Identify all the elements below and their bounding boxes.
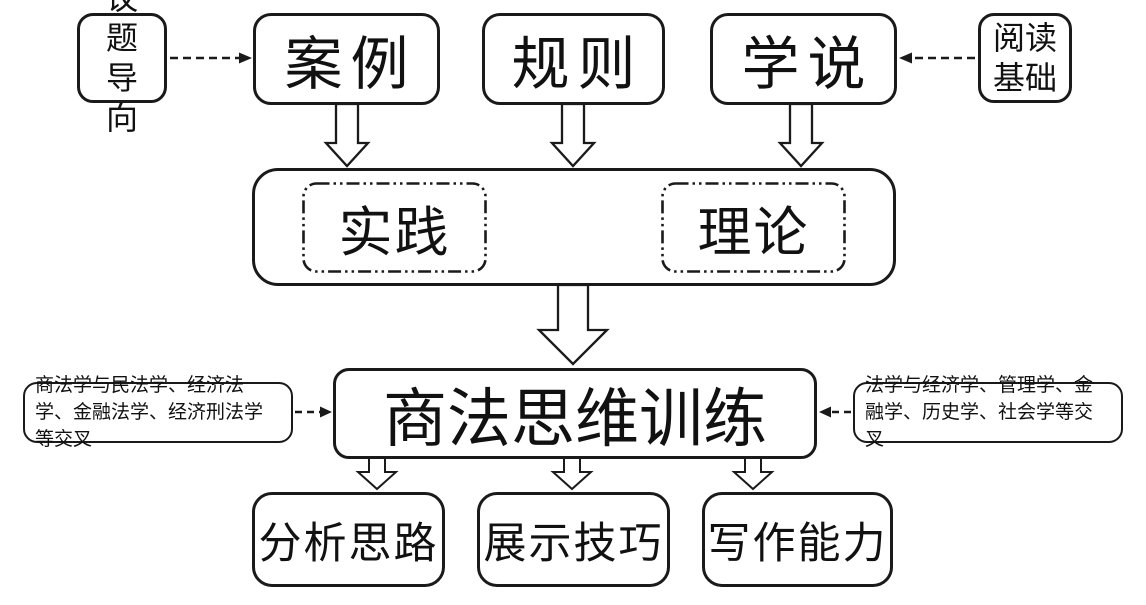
- node-practice-label: 实践: [338, 203, 451, 263]
- block-arrow-core-to-presentation: [550, 457, 594, 491]
- node-theory: 理论: [661, 182, 846, 273]
- node-reading-basis: 阅读基础: [978, 13, 1072, 103]
- node-topic-oriented-label: 议题导向: [105, 0, 138, 136]
- dashed-arrow-right-annotation-to-core: [819, 406, 851, 418]
- node-rule-label: 规则: [511, 32, 644, 97]
- node-theory-label: 理论: [697, 203, 810, 263]
- practice-theory-container: [252, 168, 896, 286]
- dashdot-border-practice: [302, 182, 487, 273]
- node-presentation-label: 展示技巧: [483, 520, 664, 568]
- node-presentation: 展示技巧: [477, 492, 670, 587]
- node-case: 案例: [253, 13, 440, 105]
- node-core-training-label: 商法思维训练: [383, 383, 767, 455]
- dashed-arrow-topic-to-case: [170, 52, 252, 64]
- block-arrow-core-to-writing: [731, 457, 775, 491]
- annotation-left-text: 商法学与民法学、经济法学、金融法学、经济刑法学等交叉: [35, 375, 264, 450]
- node-core-training: 商法思维训练: [333, 368, 817, 459]
- block-arrow-container-to-core: [536, 283, 610, 366]
- block-arrow-doctrine-down: [777, 102, 825, 168]
- node-case-label: 案例: [284, 32, 417, 97]
- node-practice: 实践: [302, 182, 487, 273]
- block-arrow-case-down: [323, 102, 371, 168]
- node-doctrine: 学说: [710, 13, 897, 105]
- dashdot-border-theory: [661, 182, 846, 273]
- dashed-arrow-left-annotation-to-core: [295, 406, 332, 418]
- node-writing-label: 写作能力: [707, 520, 888, 568]
- annotation-left: 商法学与民法学、经济法学、金融法学、经济刑法学等交叉: [23, 375, 293, 450]
- node-analysis: 分析思路: [252, 492, 445, 587]
- node-analysis-label: 分析思路: [258, 520, 439, 568]
- block-arrow-rule-down: [549, 102, 597, 168]
- node-topic-oriented: 议题导向: [77, 0, 167, 136]
- dashed-arrow-reading-to-doctrine: [899, 52, 975, 64]
- node-rule: 规则: [482, 13, 665, 105]
- node-doctrine-label: 学说: [741, 32, 874, 97]
- annotation-right: 法学与经济学、管理学、金融学、历史学、社会学等交叉: [853, 375, 1123, 450]
- annotation-right-text: 法学与经济学、管理学、金融学、历史学、社会学等交叉: [865, 375, 1094, 450]
- block-arrow-core-to-analysis: [355, 457, 399, 491]
- node-writing: 写作能力: [702, 492, 893, 587]
- node-reading-basis-label: 阅读基础: [992, 20, 1057, 96]
